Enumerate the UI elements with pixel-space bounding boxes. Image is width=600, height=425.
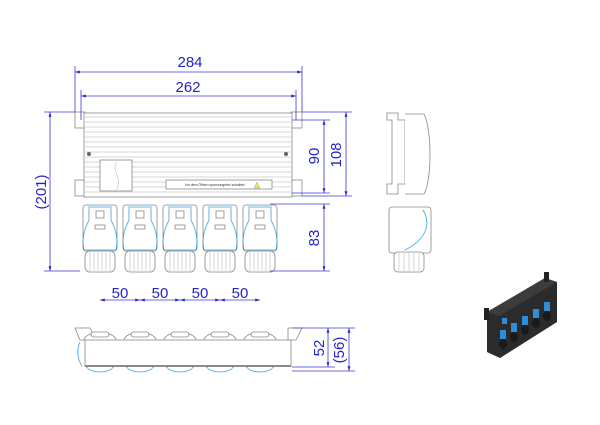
connector-bottom-cap: [203, 331, 237, 373]
connector-row: [82, 204, 278, 273]
dim-52-label: 52: [311, 340, 328, 357]
dim-pitch-2-label: 50: [152, 285, 169, 302]
connector: [242, 204, 278, 273]
dimension-90: 90: [292, 119, 330, 194]
dimension-83: 83: [270, 203, 330, 272]
dimension-pitch-row: 50 50 50 50: [100, 285, 260, 302]
dim-pitch-1-label: 50: [112, 285, 129, 302]
connector: [162, 204, 198, 273]
bottom-view: [74, 327, 303, 373]
warning-triangle-icon: [253, 181, 261, 189]
warning-label-text: Vor dem Öffnen spannungsfrei schalten!: [185, 183, 245, 187]
connector: [122, 204, 158, 273]
dim-108-label: 108: [328, 142, 345, 167]
connector: [202, 204, 238, 273]
dim-56-label: (56): [331, 337, 348, 364]
dim-83-label: 83: [306, 230, 323, 247]
isometric-render: [484, 272, 557, 358]
dimension-56: (56): [331, 328, 351, 371]
side-view: [386, 112, 432, 273]
dimension-52: 52: [292, 327, 355, 372]
dim-pitch-4-label: 50: [232, 285, 249, 302]
iso-connector: [532, 309, 540, 328]
front-view-housing: Vor dem Öffnen spannungsfrei schalten!: [74, 111, 303, 198]
dimension-262: 262: [80, 79, 297, 120]
iso-connector: [510, 323, 518, 342]
dimension-284: 284: [74, 54, 303, 112]
connector-bottom-cap: [163, 331, 197, 373]
connector-bottom-cap: [243, 331, 277, 373]
iso-connector: [543, 302, 551, 321]
connector-bottom-cap: [123, 331, 157, 373]
warning-label: Vor dem Öffnen spannungsfrei schalten!: [165, 179, 273, 190]
logo-plate: [99, 159, 133, 192]
dim-90-label: 90: [306, 148, 323, 165]
dim-262-label: 262: [175, 79, 200, 96]
connector-bottom-cap: [83, 331, 117, 373]
dim-pitch-3-label: 50: [192, 285, 209, 302]
dimension-108: 108: [302, 111, 352, 197]
dim-201-label: (201): [33, 174, 50, 209]
dim-284-label: 284: [177, 54, 202, 71]
dimension-201: (201): [33, 111, 80, 272]
iso-connector: [521, 316, 529, 335]
connector: [82, 204, 118, 273]
iso-connector: [499, 330, 507, 349]
